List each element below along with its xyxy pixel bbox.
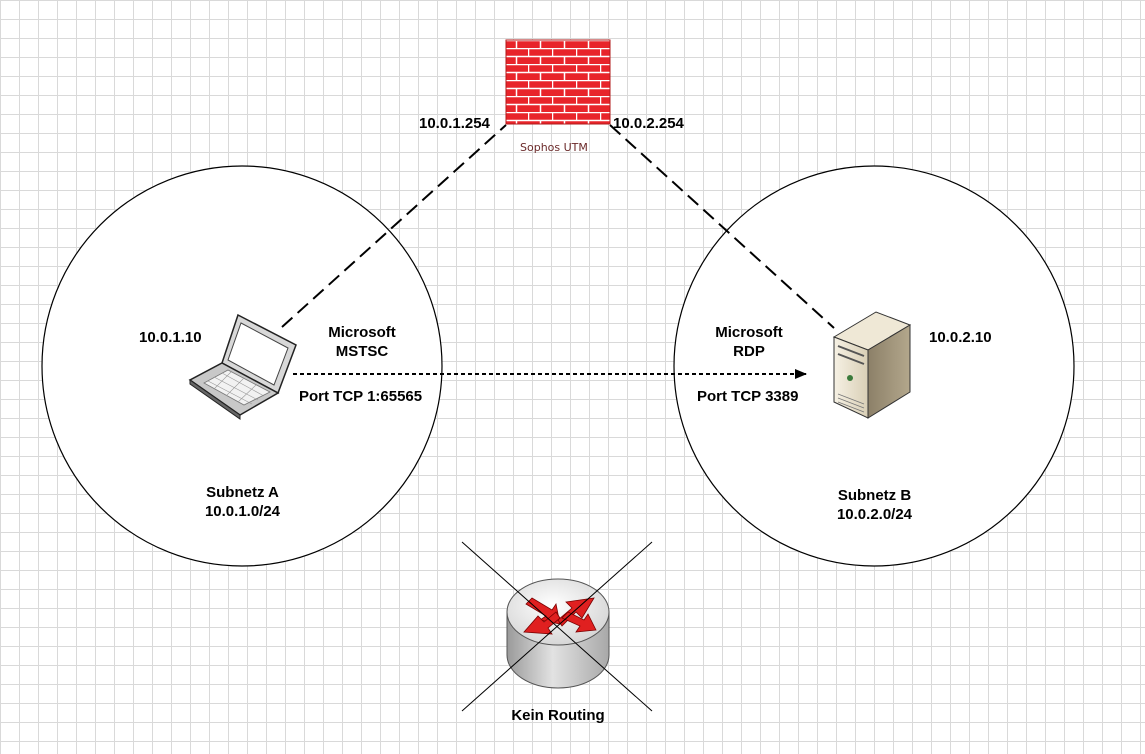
server-app-line2: RDP	[733, 343, 765, 360]
client-app-label: Microsoft MSTSC	[312, 323, 412, 361]
subnet-b-network: 10.0.2.0/24	[836, 506, 913, 523]
client-app-line2: MSTSC	[335, 343, 389, 360]
subnet-b-label: Subnetz B 10.0.2.0/24	[812, 486, 937, 524]
router-caption: Kein Routing	[511, 707, 605, 724]
subnet-a-label: Subnetz A 10.0.1.0/24	[180, 483, 305, 521]
link-firewall-server	[609, 124, 835, 329]
server-port-label: Port TCP 3389	[697, 388, 799, 405]
laptop-icon	[188, 313, 297, 420]
link-laptop-firewall	[281, 124, 507, 328]
server-app-label: Microsoft RDP	[699, 323, 799, 361]
subnet-a-name: Subnetz A	[206, 484, 279, 501]
firewall-ip-left: 10.0.1.254	[419, 115, 490, 132]
client-port-label: Port TCP 1:65565	[299, 388, 423, 405]
server-icon	[832, 311, 912, 419]
router-cross-out	[461, 541, 653, 712]
subnet-b-name: Subnetz B	[837, 487, 912, 504]
firewall-caption: Sophos UTM	[520, 141, 588, 154]
brick-firewall-icon	[505, 39, 611, 125]
server-ip-label: 10.0.2.10	[929, 329, 992, 346]
subnet-a-network: 10.0.1.0/24	[204, 503, 281, 520]
client-ip-label: 10.0.1.10	[139, 329, 202, 346]
firewall-ip-right: 10.0.2.254	[613, 115, 684, 132]
client-app-line1: Microsoft	[328, 324, 396, 341]
server-app-line1: Microsoft	[715, 324, 783, 341]
router-icon	[506, 578, 610, 689]
